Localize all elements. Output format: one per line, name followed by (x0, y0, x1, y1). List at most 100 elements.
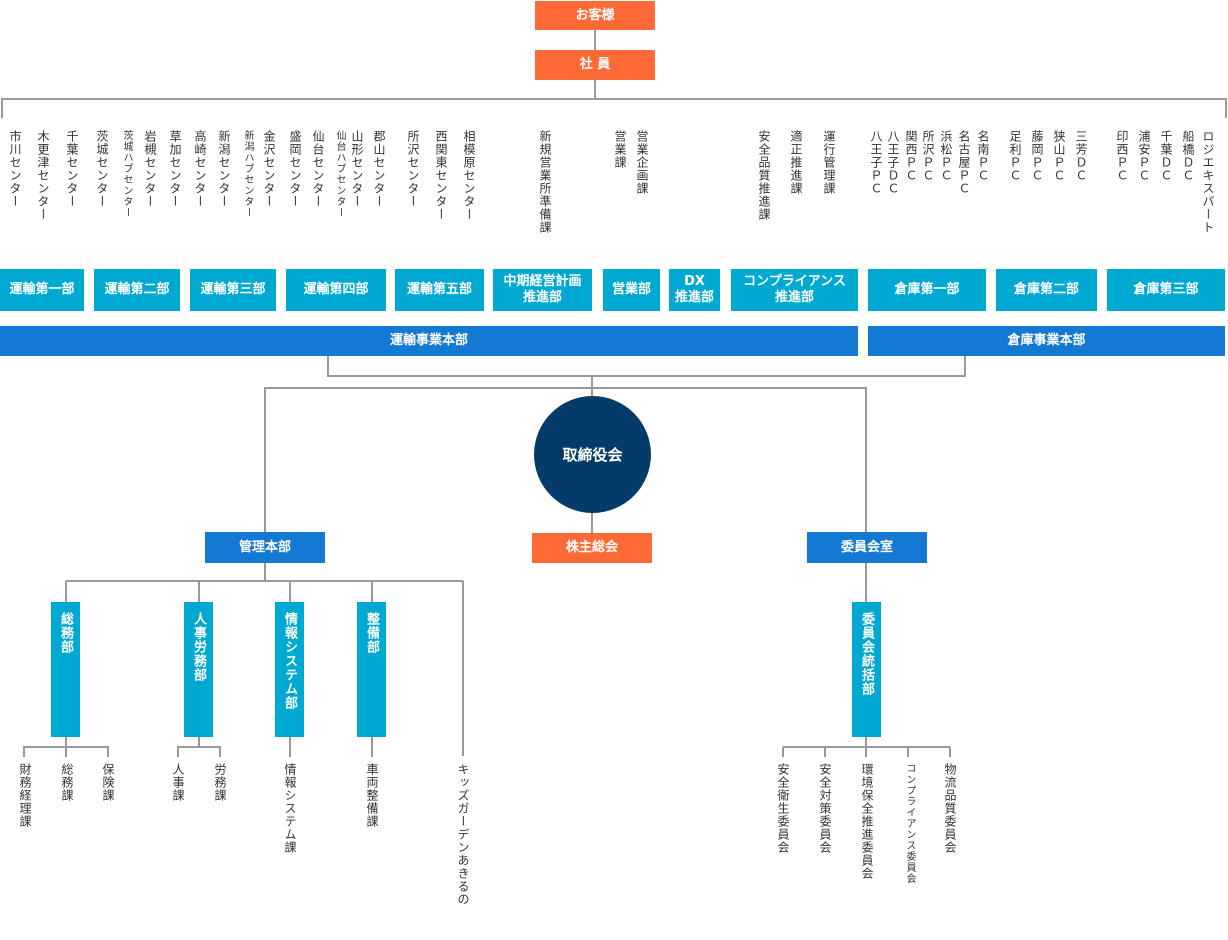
unit-label: 相模原センター (460, 130, 478, 255)
admin-dept-box: 情報システム部 (275, 602, 304, 737)
unit-label: 西関東センター (432, 130, 450, 255)
admin-dept-label: 情報システム部 (282, 612, 297, 710)
section-label: キッズガーデンあきるの (454, 763, 472, 906)
unit-label-text: 茨城センター (95, 130, 109, 208)
shareholders-label: 株主総会 (565, 540, 618, 556)
unit-label-text: 営業課 (613, 130, 627, 169)
unit-label: 茨城センター (93, 130, 111, 255)
unit-label-text: 仙台ハブセンター (334, 130, 345, 218)
committee-section-text: 安全対策委員会 (818, 763, 832, 854)
section-label: 労務課 (211, 763, 229, 802)
unit-label: 仙台センター (309, 130, 327, 255)
committee-section-text: 物流品質委員会 (943, 763, 957, 854)
department-box: 運輸第二部 (94, 269, 180, 311)
unit-label: 岩槻センター (141, 130, 159, 255)
department-box: 運輸第一部 (0, 269, 84, 311)
department-label: 倉庫第一部 (894, 282, 960, 298)
department-box: 営業部 (603, 269, 660, 311)
unit-label-text: 所沢ＰＣ (921, 130, 935, 182)
section-label: 情報システム課 (281, 763, 299, 854)
section-label-text: キッズガーデンあきるの (456, 763, 470, 906)
unit-label: 郡山センター (370, 130, 388, 255)
section-label-text: 総務課 (60, 763, 74, 802)
unit-label-text: 新潟センター (217, 130, 231, 208)
committee-office-label: 委員会室 (840, 539, 893, 555)
committee-section-label: コンプライアンス委員会 (900, 763, 918, 884)
unit-label-text: 名南ＰＣ (976, 130, 990, 182)
warehouse-division-box: 倉庫事業本部 (868, 326, 1225, 356)
unit-label: 盛岡センター (286, 130, 304, 255)
department-label: 運輸第五部 (406, 282, 472, 298)
unit-label: 狭山ＰＣ (1050, 130, 1068, 255)
unit-label-text: 千葉ＤＣ (1159, 130, 1173, 182)
department-label: 倉庫第二部 (1013, 282, 1079, 298)
unit-label: 千葉ＤＣ (1157, 130, 1175, 255)
unit-label-text: 狭山ＰＣ (1052, 130, 1066, 182)
customers-box: お客様 (535, 1, 655, 30)
department-box: DX 推進部 (669, 269, 720, 311)
unit-label-text: 仙台センター (311, 130, 325, 208)
unit-label: 高崎センター (191, 130, 209, 255)
unit-label-text: 草加センター (168, 130, 182, 208)
section-label-text: 情報システム課 (283, 763, 297, 854)
department-label: DX 推進部 (674, 274, 714, 305)
unit-label-text: 浜松ＰＣ (939, 130, 953, 182)
unit-label-text: 船橋ＤＣ (1181, 130, 1195, 182)
admin-dept-label: 人事労務部 (191, 612, 206, 682)
section-label: 財務経理課 (16, 763, 34, 828)
unit-label: 運行管理課 (820, 130, 838, 255)
department-box: 倉庫第三部 (1107, 269, 1225, 311)
admin-dept-box: 整備部 (357, 602, 386, 737)
department-label: 営業部 (611, 282, 651, 298)
unit-label-text: 西関東センター (434, 130, 448, 221)
section-label-text: 保険課 (101, 763, 115, 802)
unit-label-text: 八王子ＤＣ (886, 130, 900, 195)
unit-label: 新規営業所準備課 (536, 130, 554, 255)
unit-label-text: ロジエキスパート (1201, 130, 1215, 234)
unit-label: 千葉センター (63, 130, 81, 255)
shareholders-box: 株主総会 (532, 533, 652, 563)
employees-label: 社 員 (579, 57, 611, 73)
admin-division-label: 管理本部 (238, 539, 291, 555)
transport-division-label: 運輸事業本部 (389, 333, 468, 349)
section-label: 車両整備課 (363, 763, 381, 828)
unit-label: ロジエキスパート (1199, 130, 1217, 255)
unit-label-text: 高崎センター (193, 130, 207, 208)
department-label: 運輸第四部 (303, 282, 369, 298)
section-label-text: 車両整備課 (365, 763, 379, 828)
section-label-text: 財務経理課 (18, 763, 32, 828)
committee-section-text: 環境保全推進委員会 (860, 763, 874, 880)
unit-label: 名南ＰＣ (974, 130, 992, 255)
department-box: 運輸第四部 (286, 269, 386, 311)
unit-label-text: 印西ＰＣ (1115, 130, 1129, 182)
unit-label: 三芳ＤＣ (1072, 130, 1090, 255)
unit-label-text: 市川センター (8, 130, 22, 208)
unit-label-text: 盛岡センター (288, 130, 302, 208)
unit-label: 藤岡ＰＣ (1028, 130, 1046, 255)
committee-section-label: 環境保全推進委員会 (858, 763, 876, 880)
unit-label-text: 金沢センター (262, 130, 276, 208)
department-box: 倉庫第二部 (996, 269, 1097, 311)
section-label: 人事課 (169, 763, 187, 802)
committee-section-text: コンプライアンス委員会 (904, 763, 915, 884)
department-box: 運輸第五部 (395, 269, 484, 311)
admin-dept-label: 整備部 (364, 612, 379, 654)
committee-dept-label: 委員会統括部 (859, 612, 874, 696)
unit-label-text: 千葉センター (65, 130, 79, 208)
unit-label: 安全品質推進課 (755, 130, 773, 255)
unit-label: 浦安ＰＣ (1135, 130, 1153, 255)
warehouse-division-label: 倉庫事業本部 (1007, 333, 1086, 349)
unit-label: 金沢センター (260, 130, 278, 255)
unit-label-text: 茨城ハブセンター (121, 130, 132, 218)
board-circle: 取締役会 (534, 396, 651, 513)
unit-label: 仙台ハブセンター (330, 130, 348, 255)
department-label: コンプライアンス 推進部 (743, 274, 846, 305)
department-box: コンプライアンス 推進部 (731, 269, 858, 311)
unit-label-text: 営業企画課 (635, 130, 649, 195)
unit-label-text: 所沢センター (406, 130, 420, 208)
unit-label-text: 相模原センター (462, 130, 476, 221)
committee-dept-box: 委員会統括部 (852, 602, 881, 737)
unit-label: 草加センター (166, 130, 184, 255)
unit-label: 八王子ＰＣ (867, 130, 885, 255)
unit-label-text: 山形センター (350, 130, 364, 208)
